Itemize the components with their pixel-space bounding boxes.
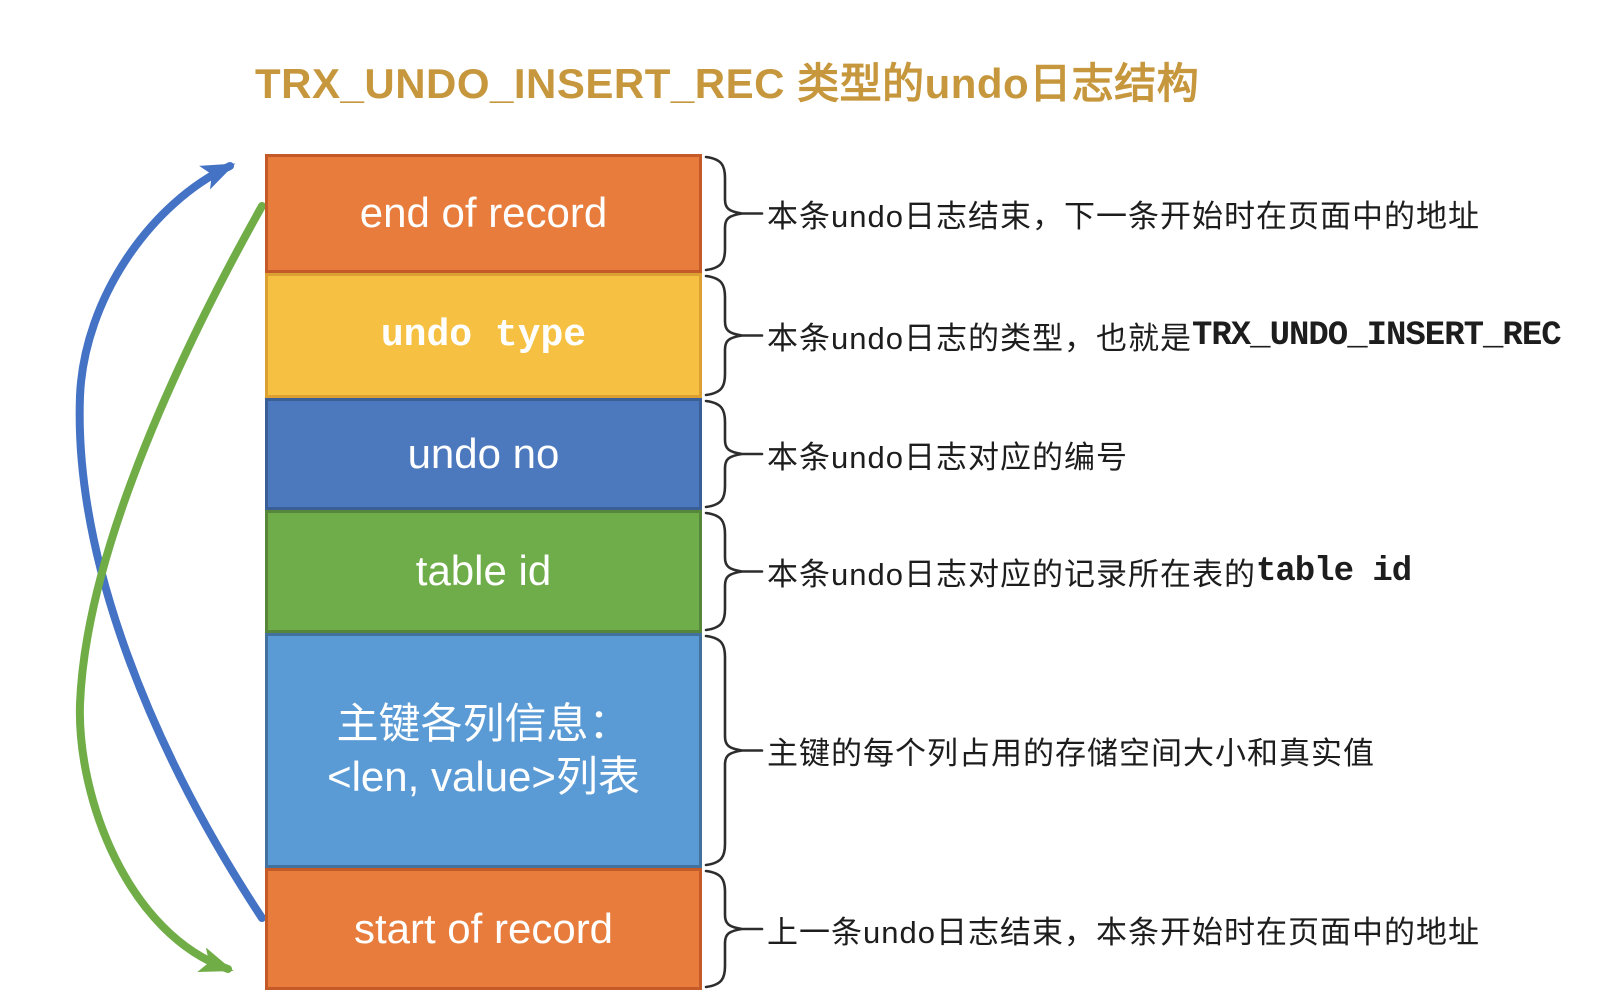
field-row-primary-key-info: 主键各列信息： <len, value>列表 主键的每个列占用的存储空间大小和真… — [265, 633, 1595, 868]
field-row-start-of-record: start of record 上一条undo日志结束，本条开始时在页面中的地址 — [265, 868, 1595, 990]
field-row-end-of-record: end of record 本条undo日志结束，下一条开始时在页面中的地址 — [265, 154, 1595, 273]
brace-icon — [704, 634, 764, 867]
arrow-end-to-start — [75, 202, 266, 973]
annotation-code-text: TRX_UNDO_INSERT_REC — [1191, 316, 1562, 355]
diagram-title: TRX_UNDO_INSERT_REC 类型的undo日志结构 — [255, 60, 1200, 107]
field-label-line2: <len, value>列表 — [327, 752, 640, 800]
annotation-text: 本条undo日志对应的编号 — [767, 439, 1128, 475]
brace-icon — [704, 399, 764, 509]
brace-icon — [704, 155, 764, 272]
field-annotation: 本条undo日志对应的记录所在表的 table id — [767, 510, 1412, 633]
field-box-primary-key-info: 主键各列信息： <len, value>列表 — [265, 633, 702, 868]
brace-icon — [704, 869, 764, 989]
brace-icon — [704, 511, 764, 632]
annotation-text: 本条undo日志对应的记录所在表的 — [767, 557, 1256, 592]
field-annotation: 主键的每个列占用的存储空间大小和真实值 — [767, 633, 1375, 868]
field-row-undo-no: undo no 本条undo日志对应的编号 — [265, 398, 1595, 510]
field-annotation: 本条undo日志结束，下一条开始时在页面中的地址 — [767, 154, 1480, 273]
field-label: undo type — [380, 313, 587, 357]
field-row-table-id: table id 本条undo日志对应的记录所在表的 table id — [265, 510, 1595, 633]
field-box-table-id: table id — [265, 510, 702, 633]
field-annotation: 本条undo日志对应的编号 — [767, 398, 1128, 510]
arrow-start-to-end — [75, 162, 266, 922]
field-label: undo no — [407, 429, 560, 477]
annotation-text: 上一条undo日志结束，本条开始时在页面中的地址 — [767, 914, 1480, 950]
field-label: start of record — [353, 904, 614, 952]
annotation-text: 本条undo日志的类型，也就是 — [767, 321, 1192, 356]
annotation-text: 主键的每个列占用的存储空间大小和真实值 — [767, 736, 1375, 771]
field-label: end of record — [359, 189, 608, 237]
record-link-arrows — [75, 162, 266, 973]
field-label: table id — [415, 547, 552, 595]
field-label: 主键各列信息： — [336, 700, 631, 747]
field-box-end-of-record: end of record — [265, 154, 702, 273]
field-box-undo-no: undo no — [265, 398, 702, 510]
annotation-code-text: table id — [1255, 552, 1412, 591]
field-box-start-of-record: start of record — [265, 868, 702, 990]
field-box-undo-type: undo type — [265, 273, 702, 398]
annotation-text: 本条undo日志结束，下一条开始时在页面中的地址 — [767, 199, 1480, 234]
brace-icon — [704, 274, 764, 397]
field-annotation: 上一条undo日志结束，本条开始时在页面中的地址 — [767, 868, 1480, 990]
